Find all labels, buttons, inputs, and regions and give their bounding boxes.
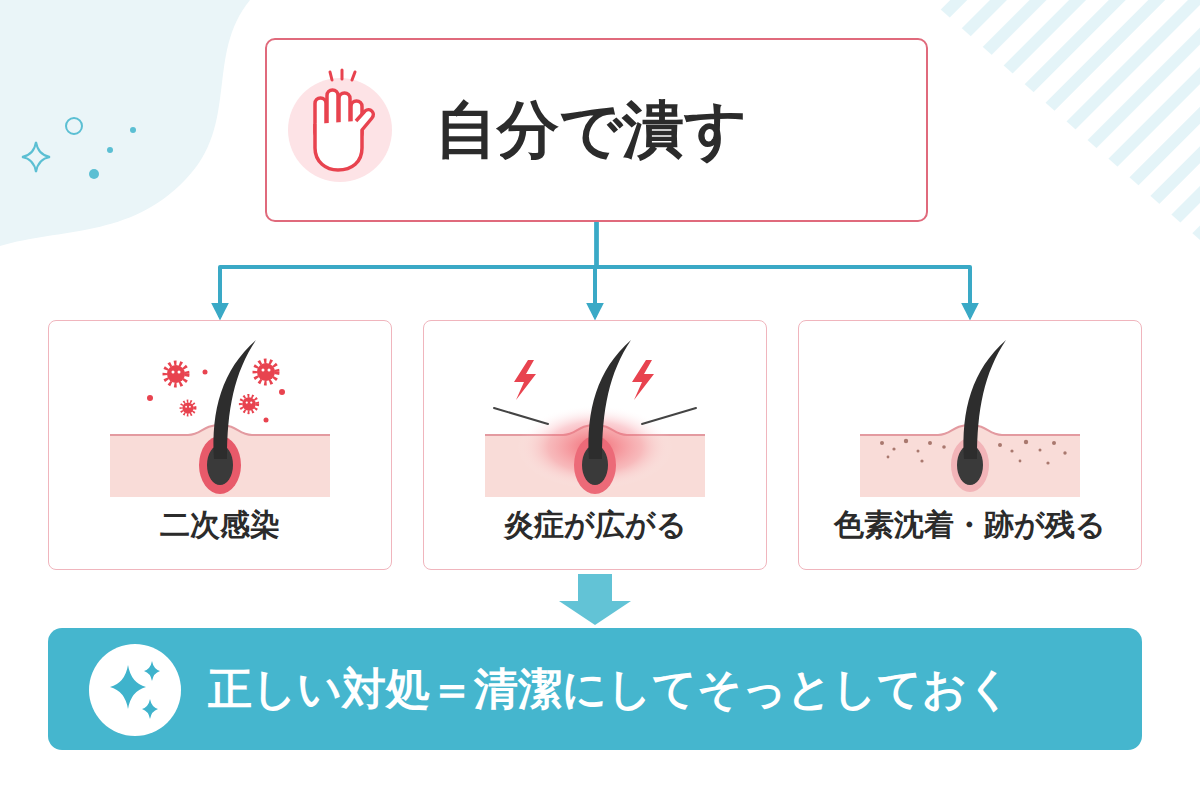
sparkle-dot	[89, 169, 99, 179]
sparkle-dot	[130, 127, 136, 133]
block-arrow	[559, 574, 631, 625]
result-label: 色素沈着・跡が残る	[834, 507, 1106, 543]
advice-band: 正しい対処＝清潔にしてそっとしておく	[48, 628, 1142, 750]
corner-stripes	[930, 0, 1200, 240]
result-box: 色素沈着・跡が残る	[798, 320, 1142, 570]
germ-dots	[147, 370, 285, 423]
virus	[165, 363, 187, 385]
pigmentation-illustration	[860, 340, 1080, 497]
result-box: 炎症が広がる	[423, 320, 767, 570]
result-label: 二次感染	[160, 507, 280, 543]
result-box: 二次感染	[48, 320, 392, 570]
branch-connector	[597, 222, 971, 317]
virus	[241, 396, 258, 413]
infection-illustration	[110, 340, 330, 497]
sparkle-icon	[88, 643, 182, 737]
result-label: 炎症が広がる	[504, 507, 687, 543]
virus	[181, 401, 195, 415]
virus	[255, 361, 277, 383]
action-title: 自分で潰す	[435, 93, 747, 167]
advice-text: 正しい対処＝清潔にしてそっとしておく	[208, 663, 1012, 716]
pain-bolts	[514, 360, 654, 400]
inflammation-illustration	[485, 340, 705, 497]
action-box: 自分で潰す	[265, 38, 928, 222]
sparkle-dot	[107, 147, 113, 153]
sparkles	[22, 118, 82, 172]
branch-connector	[220, 222, 597, 317]
corner-blob	[0, 0, 250, 246]
swelling-lines	[494, 408, 696, 424]
hand-icon	[288, 70, 392, 182]
